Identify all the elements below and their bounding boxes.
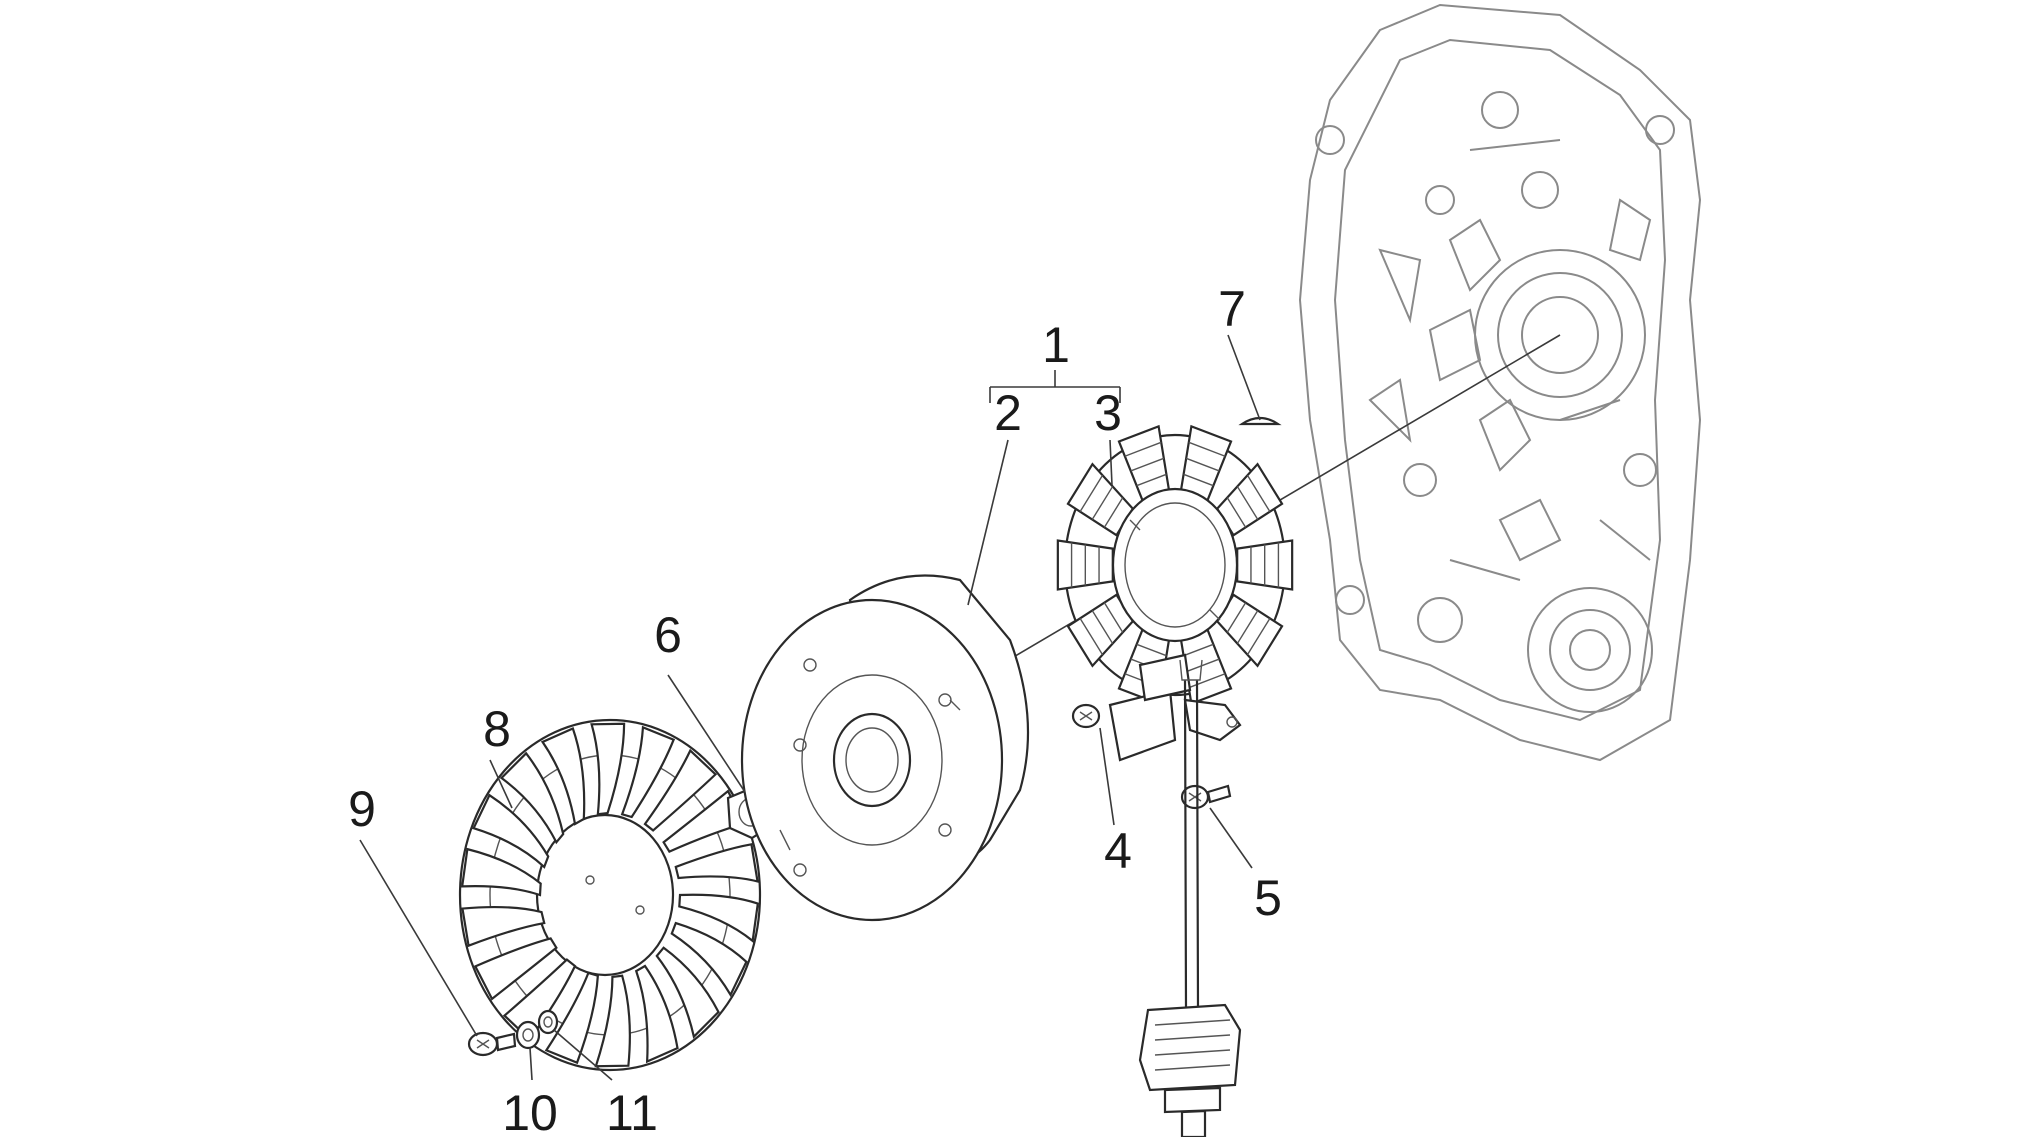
coil-winding [1091, 486, 1114, 520]
coil-winding [1130, 457, 1165, 472]
coil-winding [1226, 602, 1247, 633]
coil-winding [1136, 643, 1167, 657]
fan-blade [502, 958, 577, 1042]
callout-7: 7 [1218, 281, 1246, 337]
washer-10 [515, 1020, 541, 1050]
coil-winding [1103, 602, 1124, 633]
coil-winding [1103, 497, 1124, 528]
fan-blade [678, 893, 760, 943]
fan-blade [655, 946, 720, 1039]
callout-4: 4 [1104, 823, 1132, 879]
coil-winding [1188, 673, 1226, 689]
callout-10: 10 [502, 1085, 558, 1137]
cooling-fan [458, 718, 762, 1072]
stator-coil [1056, 424, 1294, 706]
coil-winding [1183, 643, 1214, 657]
fan-blade [590, 722, 626, 816]
screw-9 [467, 1031, 517, 1057]
fan-blade [634, 964, 679, 1064]
callout-labels: 1 2 3 4 5 6 7 8 9 10 11 [348, 281, 1282, 1137]
screw-5 [1180, 784, 1232, 810]
coil-winding [1246, 474, 1271, 513]
fan-blade [544, 971, 599, 1065]
fan-blade [472, 793, 550, 869]
fan-blade [674, 843, 759, 883]
fan-blade [643, 748, 718, 832]
leader-lines [359, 334, 1261, 1081]
callout-11: 11 [606, 1085, 658, 1137]
coil-winding [1236, 610, 1259, 644]
flywheel-rotor [740, 574, 1030, 922]
washer-11 [537, 1009, 559, 1035]
callout-9: 9 [348, 781, 376, 837]
coil-winding [1183, 473, 1214, 487]
callout-6: 6 [654, 607, 682, 663]
coil-winding [1136, 473, 1167, 487]
stator-cable [1179, 659, 1203, 1011]
cable-connector [1138, 1003, 1242, 1137]
crankcase-housing [1298, 3, 1702, 762]
coil-winding [1079, 474, 1104, 513]
callout-1: 1 [1042, 317, 1070, 373]
coil-winding [1188, 441, 1226, 457]
fan-blade [540, 727, 586, 826]
coil-winding [1185, 658, 1220, 673]
callout-8: 8 [483, 701, 511, 757]
fan-blade [499, 751, 565, 845]
coil-winding [1079, 617, 1104, 656]
callout-2: 2 [994, 385, 1022, 441]
callout-5: 5 [1254, 870, 1282, 926]
coil-winding [1185, 457, 1220, 472]
coil-winding [1246, 617, 1271, 656]
fan-blade [670, 921, 748, 998]
pickup-bracket [1108, 653, 1242, 762]
fan-blade [620, 725, 676, 819]
screw-4 [1071, 703, 1101, 729]
woodruff-key [1238, 416, 1282, 426]
fan-blade [473, 937, 558, 1001]
fan-blade [460, 847, 542, 897]
coil-winding [1226, 497, 1247, 528]
coil-winding [1124, 441, 1162, 457]
coil-winding [1091, 610, 1114, 644]
coil-winding [1236, 486, 1259, 520]
callout-3: 3 [1094, 385, 1122, 441]
fan-blade [461, 905, 546, 948]
